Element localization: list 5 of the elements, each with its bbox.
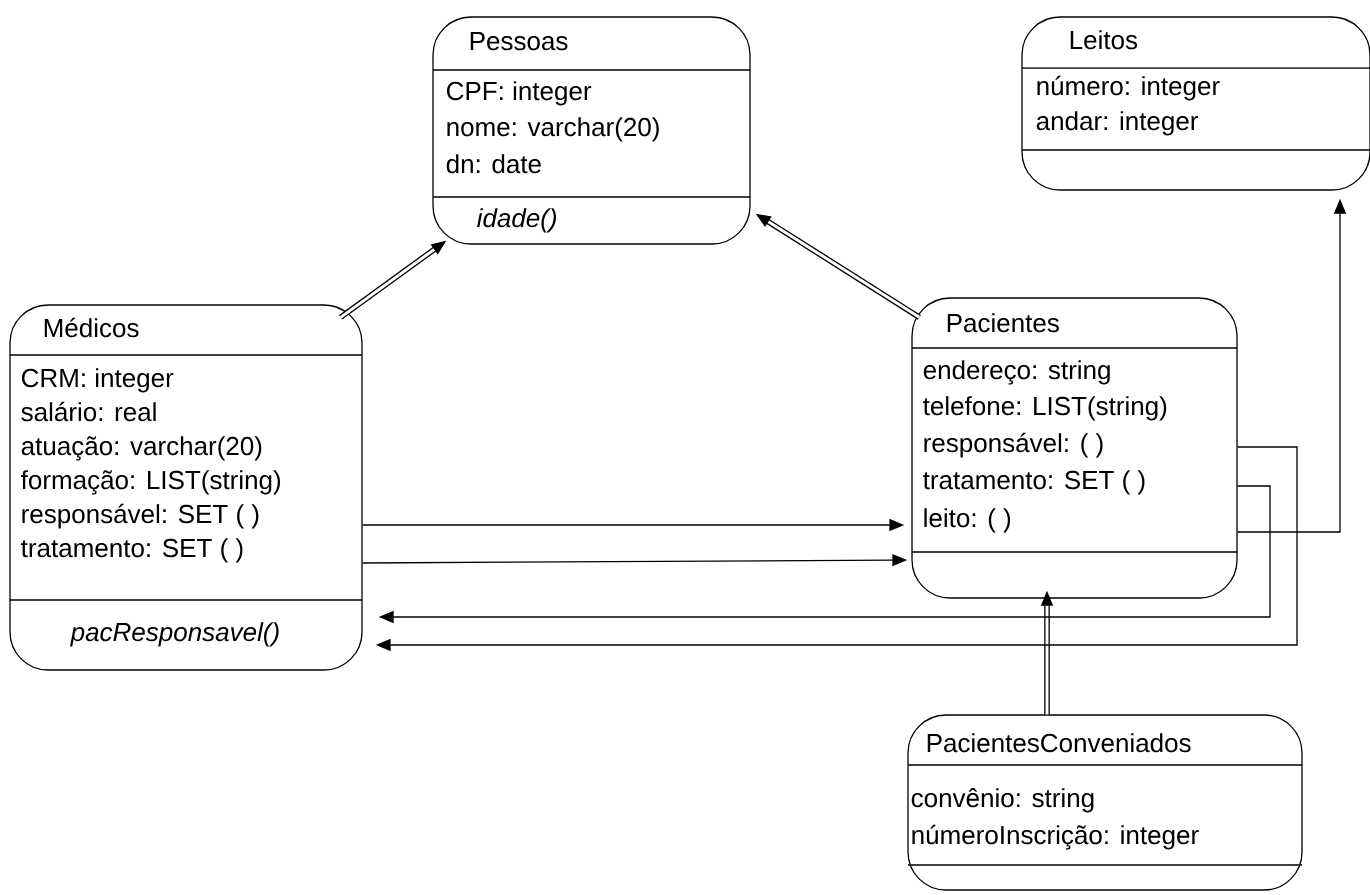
class-box: Leitos número: integer andar: integer [1021,16,1370,191]
class-box: Pacientes endereço: string telefone: LIST(string) responsável: ( ) tratamento: SET ( ) leito: ( ) [911,297,1238,599]
class-box: Pessoas CPF: integer nome: varchar(20) dn: date idade() [432,16,751,245]
class-box: Médicos CRM: integer salário: real atuação: varchar(20) formação: LIST(string) responsável: SET ( ) tratamento: SET ( ) pacResponsavel() [9,304,363,671]
class-box: PacientesConveniados convênio: string númeroInscrição: integer [907,714,1303,891]
